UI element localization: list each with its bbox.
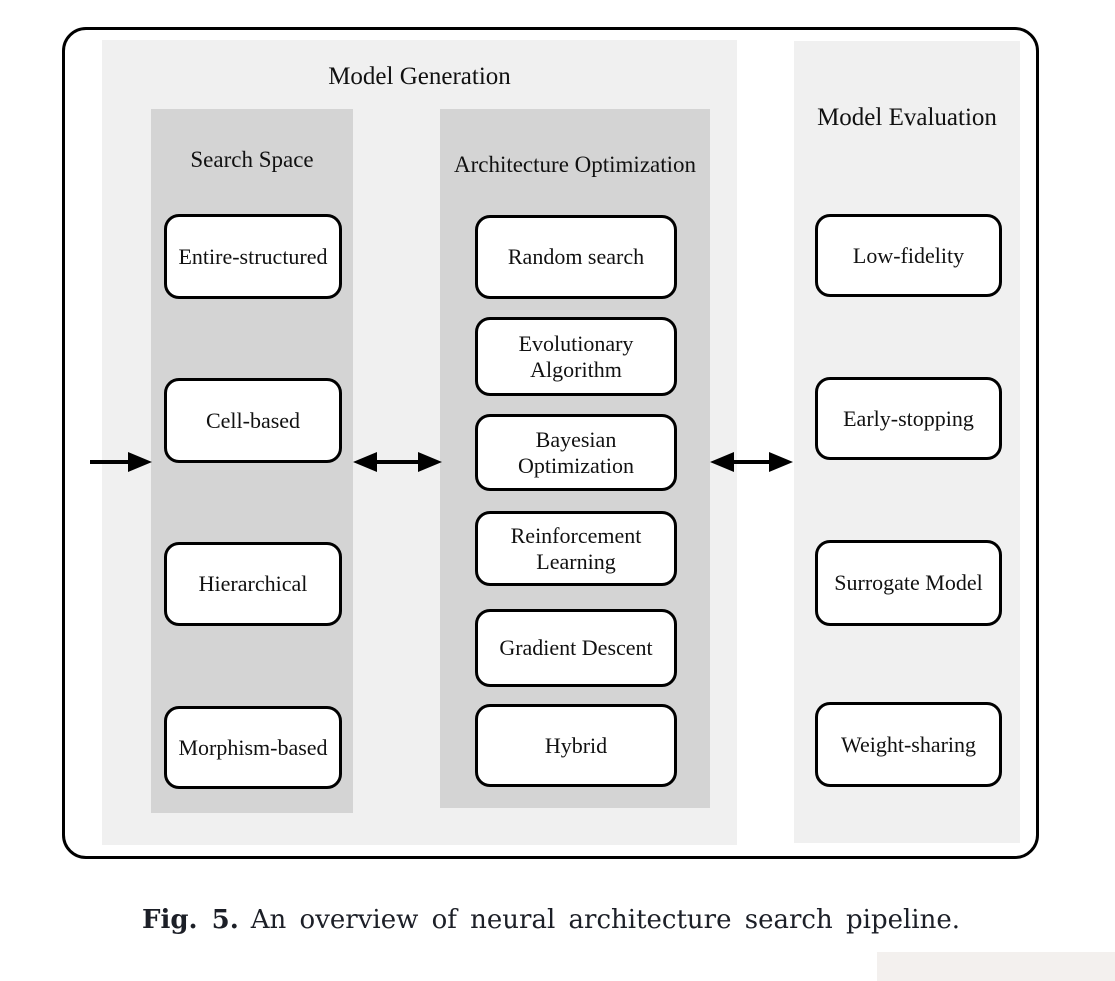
box-low-fidelity: Low-fidelity — [815, 214, 1002, 297]
search-optimization-arrow-shaft — [372, 460, 422, 464]
optimization-evaluation-arrow-right-icon — [769, 452, 793, 472]
box-weight-sharing: Weight-sharing — [815, 702, 1002, 787]
box-morphism-based: Morphism-based — [164, 706, 342, 789]
box-hierarchical: Hierarchical — [164, 542, 342, 626]
figure-caption-text: An overview of neural architecture searc… — [250, 905, 960, 935]
model-generation-panel: Model Generation Search Space Entire-str… — [102, 40, 737, 845]
box-hybrid: Hybrid — [475, 704, 677, 787]
input-arrow-shaft — [90, 460, 134, 464]
box-gradient-descent: Gradient Descent — [475, 609, 677, 687]
optimization-evaluation-arrow-shaft — [730, 460, 775, 464]
model-evaluation-title: Model Evaluation — [817, 104, 997, 131]
architecture-optimization-column: Architecture Optimization Random search … — [440, 109, 710, 808]
bottom-right-strip — [877, 952, 1115, 981]
optimization-evaluation-arrow-left-icon — [710, 452, 734, 472]
search-space-column: Search Space Entire-structured Cell-base… — [151, 109, 353, 813]
box-entire-structured: Entire-structured — [164, 214, 342, 299]
box-evolutionary-algorithm: Evolutionary Algorithm — [475, 317, 677, 396]
model-generation-title: Model Generation — [328, 63, 511, 90]
input-arrow-right-icon — [128, 452, 152, 472]
model-evaluation-panel: Model Evaluation Low-fidelity Early-stop… — [794, 41, 1020, 843]
box-reinforcement-learning: Reinforcement Learning — [475, 511, 677, 586]
box-early-stopping: Early-stopping — [815, 377, 1002, 460]
search-space-title: Search Space — [190, 147, 314, 172]
box-cell-based: Cell-based — [164, 378, 342, 463]
architecture-optimization-title: Architecture Optimization — [453, 152, 697, 177]
figure-caption-label: Fig. 5. — [141, 905, 239, 935]
box-surrogate-model: Surrogate Model — [815, 540, 1002, 626]
search-optimization-arrow-left-icon — [353, 452, 377, 472]
box-random-search: Random search — [475, 215, 677, 299]
figure-caption: Fig. 5. An overview of neural architectur… — [62, 905, 1040, 935]
search-optimization-arrow-right-icon — [418, 452, 442, 472]
pipeline-outer-frame — [62, 27, 1039, 859]
box-bayesian-optimization: Bayesian Optimization — [475, 414, 677, 491]
